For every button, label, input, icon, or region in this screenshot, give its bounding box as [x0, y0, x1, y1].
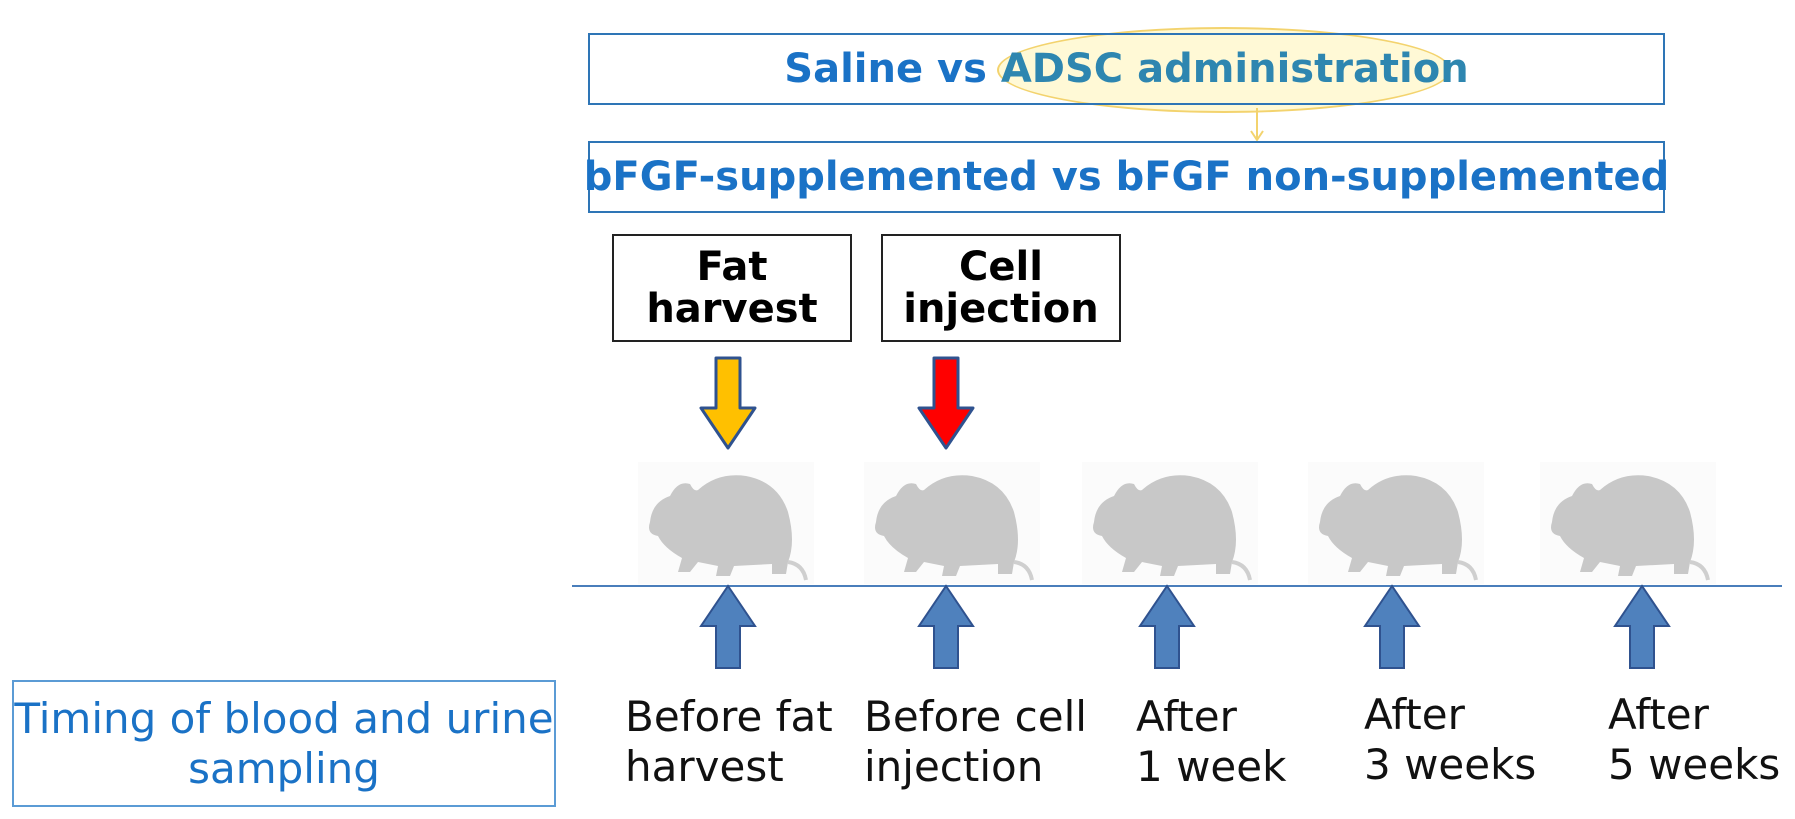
sampling-timing-box: Timing of blood and urine sampling	[12, 680, 556, 807]
fat-harvest-arrow-icon	[699, 356, 757, 450]
timepoint-after-1-week: After 1 week	[1136, 692, 1287, 791]
cell-injection-line2: injection	[903, 286, 1099, 332]
cell-injection-box: Cell injection	[881, 234, 1121, 342]
mouse-icon	[864, 462, 1040, 584]
cell-injection-line1: Cell	[959, 244, 1043, 290]
cell-injection-arrow-icon	[917, 356, 975, 450]
sampling-arrow-icon	[917, 584, 975, 669]
sampling-timing-line1: Timing of blood and urine	[14, 693, 554, 743]
timepoint-before-cell-injection: Before cell injection	[864, 692, 1087, 791]
sampling-arrow-icon	[1613, 584, 1671, 669]
timepoint-after-5-weeks: After 5 weeks	[1608, 690, 1781, 789]
saline-label: Saline vs	[784, 46, 1001, 92]
timeline-line	[572, 585, 1782, 587]
sampling-arrow-icon	[1363, 584, 1421, 669]
sampling-arrow-icon	[699, 584, 757, 669]
mouse-icon	[1082, 462, 1258, 584]
highlight-ellipse	[997, 27, 1451, 113]
adsc-label: ADSC administration	[1000, 46, 1469, 92]
sampling-timing-line2: sampling	[188, 743, 380, 793]
bfgf-comparison-box: bFGF-supplemented vs bFGF non-supplement…	[584, 141, 1669, 213]
timepoint-after-3-weeks: After 3 weeks	[1364, 690, 1537, 789]
mouse-icon	[638, 462, 814, 584]
fat-harvest-line1: Fat	[696, 244, 768, 290]
fat-harvest-box: Fat harvest	[612, 234, 852, 342]
timepoint-before-fat-harvest: Before fat harvest	[625, 692, 833, 791]
fat-harvest-line2: harvest	[646, 286, 818, 332]
treatment-comparison-box: Saline vs ADSC administration	[588, 33, 1665, 105]
mouse-icon	[1308, 462, 1484, 584]
bfgf-comparison-label: bFGF-supplemented vs bFGF non-supplement…	[583, 154, 1670, 200]
mouse-icon	[1540, 462, 1716, 584]
sampling-arrow-icon	[1138, 584, 1196, 669]
